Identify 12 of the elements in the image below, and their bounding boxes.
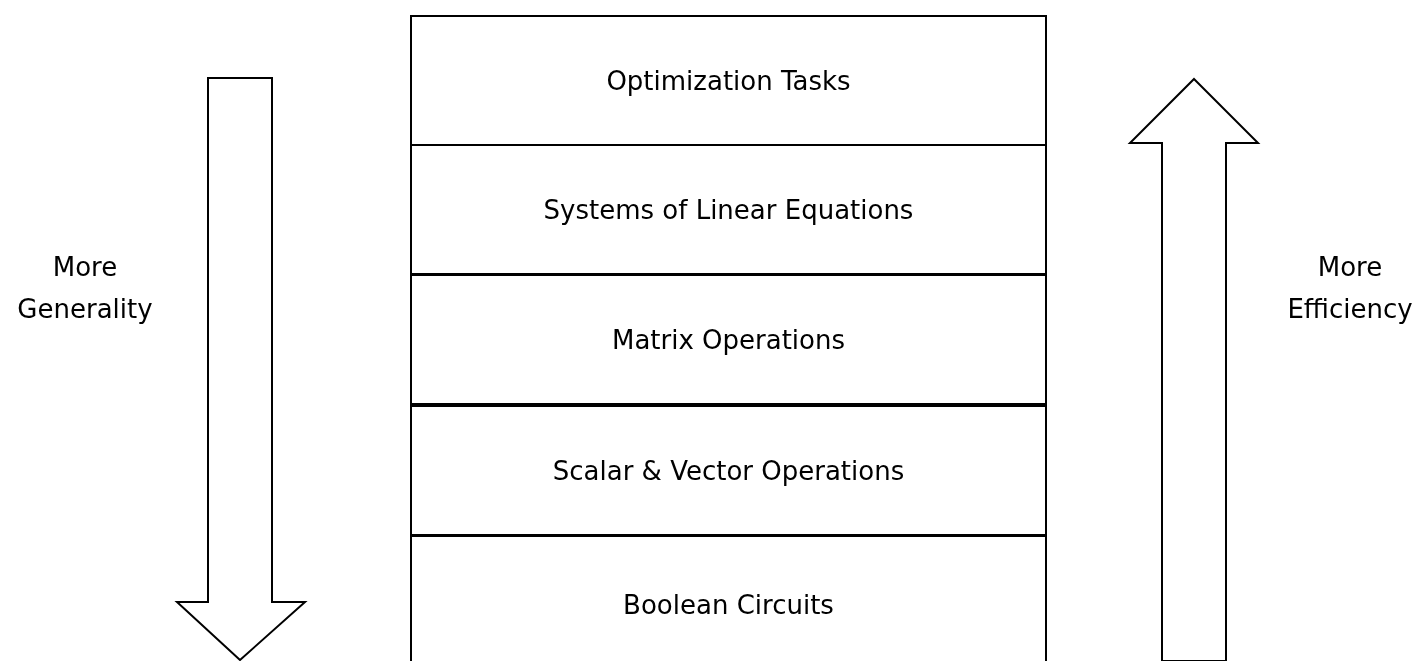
layer-box <box>410 144 1047 275</box>
layer-label: Matrix Operations <box>611 324 846 355</box>
layer-box <box>410 274 1047 405</box>
layer-label: Systems of Linear Equations <box>543 194 914 225</box>
layer-box <box>410 405 1047 536</box>
layer-label: Optimization Tasks <box>606 65 851 96</box>
layer-label: Boolean Circuits <box>623 590 834 620</box>
layer-box <box>410 15 1047 146</box>
layer-label: Scalar & Vector Operations <box>552 455 905 486</box>
layer-box <box>410 535 1047 661</box>
axis-label: More Generality <box>16 251 154 326</box>
axis-label: More Efficiency <box>1286 251 1414 326</box>
